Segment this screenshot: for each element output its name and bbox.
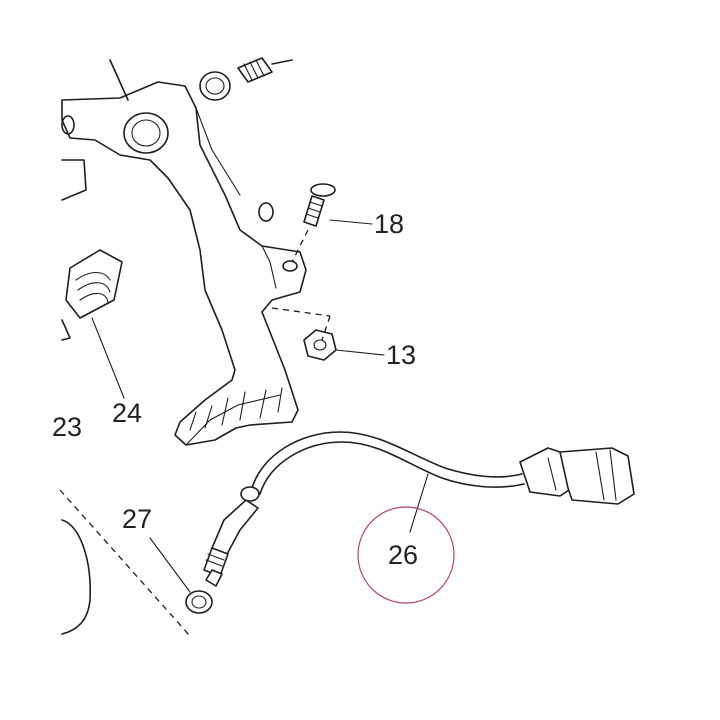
washer-part-27[interactable] [149, 537, 213, 614]
nut-part-13[interactable] [271, 307, 385, 361]
leader-line-26 [409, 473, 429, 533]
frame-outline-dashed [59, 489, 191, 637]
label-part-27: 27 [122, 504, 152, 534]
highlight-circle-26 [357, 506, 455, 604]
label-part-24: 24 [112, 398, 142, 428]
label-part-23-partial: 23 [52, 412, 82, 442]
label-part-18: 18 [374, 209, 404, 239]
pin-part-18[interactable] [291, 183, 373, 263]
top-spring-assembly[interactable] [109, 57, 293, 101]
label-part-26: 26 [388, 540, 418, 570]
label-part-13: 13 [386, 340, 416, 370]
spring-part-24[interactable] [61, 249, 125, 399]
sensor-cable-part-26[interactable] [203, 431, 635, 587]
brake-pedal-lever[interactable] [61, 81, 307, 446]
